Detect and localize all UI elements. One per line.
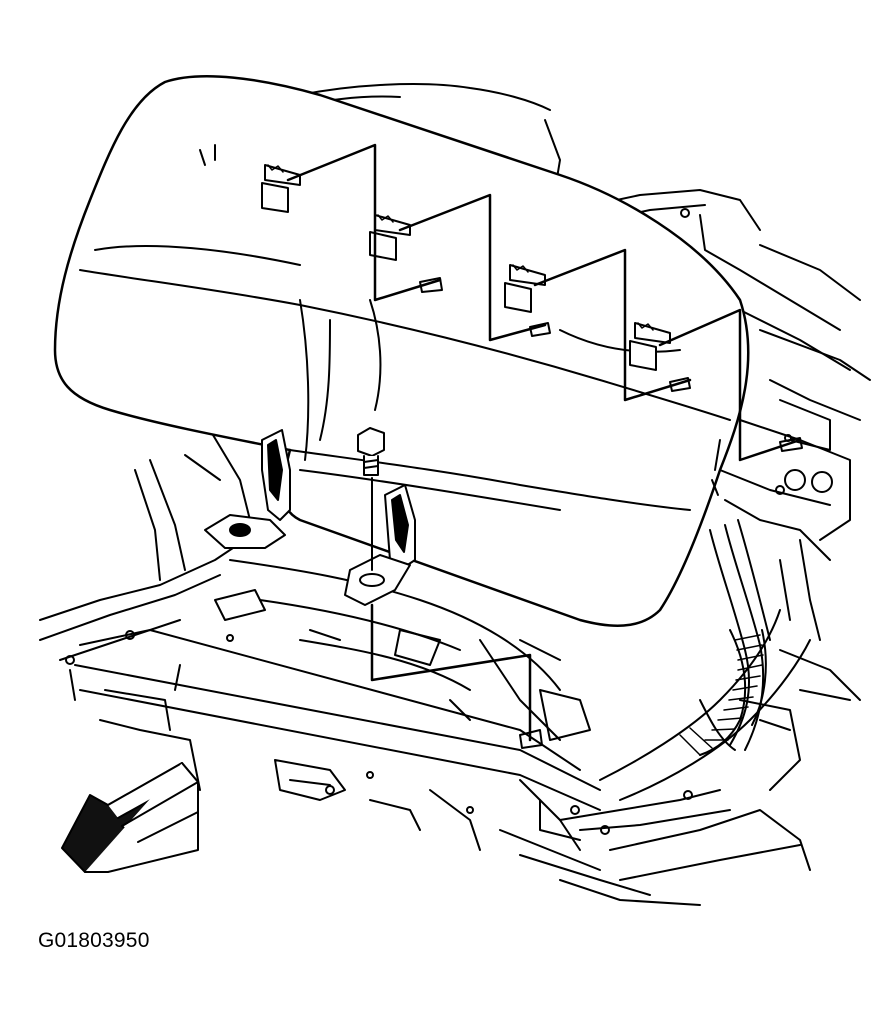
latch-3 xyxy=(504,264,546,313)
latch-1 xyxy=(261,164,301,213)
center-hinge xyxy=(344,484,416,606)
upper-seat-latches xyxy=(261,164,671,371)
figure-id-label: G01803950 xyxy=(38,929,150,952)
callout-lines xyxy=(286,143,802,742)
vehicle-floor-structure xyxy=(39,83,871,906)
cushion-contours xyxy=(79,144,731,511)
latch-4 xyxy=(629,322,671,371)
harness-conduit-hatch xyxy=(679,629,767,756)
seat-bolt-icon xyxy=(357,427,385,571)
anchor-holes xyxy=(419,277,803,749)
forward-direction-arrow-icon xyxy=(61,762,199,873)
rear-seat-cushion xyxy=(53,75,750,627)
left-hinge xyxy=(204,429,291,549)
